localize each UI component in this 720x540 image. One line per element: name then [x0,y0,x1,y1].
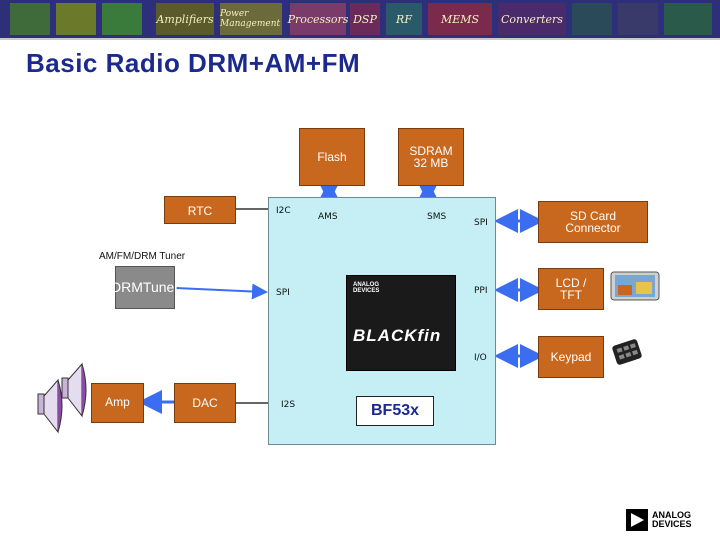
banner-tile [102,3,142,35]
drm-tuner-block: DRM Tuner [111,266,179,309]
keypad-block: Keypad [538,336,604,378]
speaker-icon [37,378,63,434]
banner-tile-label: MEMS [440,12,480,26]
page-title: Basic Radio DRM+AM+FM [26,48,361,78]
pin-spi-right: SPI [474,218,488,228]
logo-text: ANALOG DEVICES [652,511,692,529]
part-number-label: BF53x [356,396,434,426]
sd-card-label: SD Card [569,209,616,223]
blackfin-chip: ANALOG DEVICES BLACKfin [346,275,456,371]
flash-block: Flash [299,128,365,186]
banner-divider [0,38,720,40]
rtc-block: RTC [164,196,236,224]
analog-devices-logo: ANALOG DEVICES [626,509,692,531]
pin-i2c: I2C [276,206,291,216]
chip-brand-logo: ANALOG DEVICES [353,282,379,294]
banner-tile-label: Power Management [220,9,281,29]
chip-name: BLACKfin [353,326,442,345]
sdram-size-label: 32 MB [413,156,449,170]
dac-block: DAC [174,383,236,423]
banner-tile-rf: RF [386,3,422,35]
banner-tile-dsp: DSP [350,3,380,35]
sdram-label: SDRAM [409,144,453,158]
banner-tile-amplifiers: Amplifiers [156,3,214,35]
sdram-block: SDRAM 32 MB [398,128,464,186]
amp-block: Amp [91,383,144,423]
pin-sms: SMS [427,212,447,222]
banner-tile-label: RF [396,12,412,26]
banner-tile-label: Amplifiers [156,12,214,26]
banner-tile [664,3,712,35]
keypad-label: Keypad [550,350,592,364]
pin-i2s: I2S [281,400,296,410]
banner-tile [618,3,658,35]
tuner-arrow [175,283,268,300]
banner-tile [572,3,612,35]
logo-triangle-icon [626,509,648,531]
lcd-block: LCD / TFT [538,268,604,310]
banner-tile-label: Processors [287,12,349,26]
tuner-label-tuner: Tuner [142,279,179,295]
pin-io: I/O [474,353,487,363]
tuner-label-drm: DRM [111,279,143,295]
banner-tile [10,3,50,35]
flash-label: Flash [317,150,347,164]
lcd-label: LCD / [555,276,587,290]
sd-card-connector-label: Connector [565,221,621,235]
banner-tile [56,3,96,35]
sd-card-block: SD Card Connector [538,201,648,243]
chip-logo-line1: ANALOG [353,282,379,288]
rtc-label: RTC [187,204,213,218]
speaker-icon [61,362,87,418]
logo-line2: DEVICES [652,519,692,529]
dac-label: DAC [192,396,218,410]
banner-tile-label: DSP [353,12,377,26]
header-banner: Amplifiers Power Management Processors D… [0,0,720,38]
tft-label: TFT [560,288,582,302]
pin-ppi: PPI [474,286,488,296]
amp-label: Amp [105,395,130,409]
banner-tile-converters: Converters [498,3,566,35]
banner-tile-power: Power Management [220,3,282,35]
banner-tile-mems: MEMS [428,3,492,35]
tuner-group-label: AM/FM/DRM Tuner [99,251,186,262]
chip-logo-line2: DEVICES [353,288,380,294]
banner-tile-label: Converters [501,12,563,26]
banner-tile-processors: Processors [287,3,349,35]
logo-line1: ANALOG [652,510,691,520]
pin-ams: AMS [318,212,338,222]
pin-spi-left: SPI [276,288,290,298]
display-icon [610,271,660,301]
keypad-icon [612,339,642,365]
